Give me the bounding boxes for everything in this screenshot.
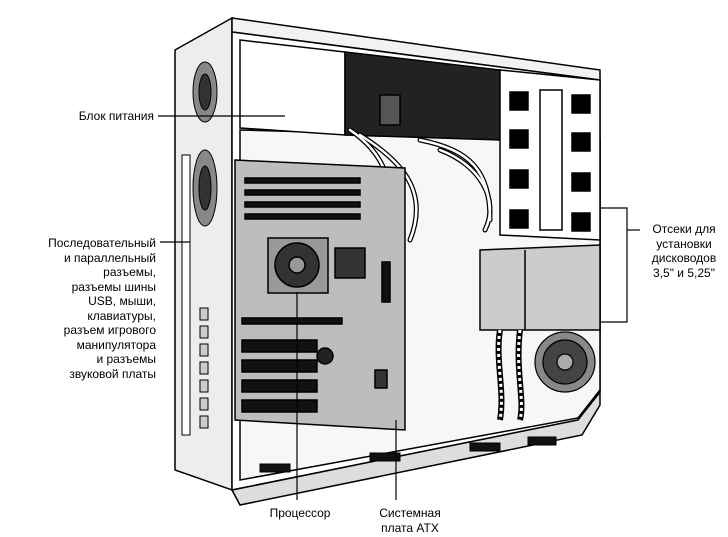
label-ports-line: USB, мыши,	[88, 294, 156, 308]
label-motherboard: Системная плата ATX	[365, 506, 455, 535]
label-ports-line: манипулятора	[76, 337, 156, 352]
case-bottom	[230, 389, 601, 506]
label-drive-bays: Отсеки для установки дисководов 3,5" и 5…	[642, 222, 726, 280]
label-ports-line: разъемы,	[103, 265, 156, 279]
braided-cables	[495, 329, 525, 421]
case-feet	[259, 436, 557, 473]
leader-lines	[158, 115, 640, 500]
label-drive-bays-line: Отсеки для	[652, 222, 716, 236]
label-power-supply-text: Блок питания	[78, 109, 154, 123]
label-ports-line: звуковой платы	[69, 366, 156, 381]
side-fan-top-icon	[192, 61, 218, 123]
label-cpu: Процессор	[250, 506, 350, 521]
side-fan-bottom-icon	[192, 149, 218, 227]
label-ports-line: Последовательный	[48, 236, 156, 250]
label-cpu-text: Процессор	[269, 506, 331, 520]
label-ports-line: клавиатуры,	[87, 308, 156, 323]
label-ports: Последовательный и параллельный разъемы,…	[4, 236, 156, 381]
label-drive-bays-line: 3,5" и 5,25"	[653, 265, 715, 280]
drive-bays	[479, 69, 601, 331]
label-ports-line: и разъемы	[96, 352, 156, 366]
label-motherboard-line: Системная	[379, 506, 441, 520]
motherboard	[234, 159, 406, 431]
label-ports-line: разъем игрового	[63, 323, 156, 337]
label-ports-line: разъемы шины	[71, 279, 156, 294]
label-drive-bays-line: дисководов	[651, 251, 717, 265]
label-ports-line: и параллельный	[63, 250, 156, 265]
power-supply-unit	[239, 39, 501, 141]
label-drive-bays-line: установки	[656, 236, 712, 251]
label-power-supply: Блок питания	[40, 109, 154, 124]
label-motherboard-line: плата ATX	[381, 520, 439, 535]
rear-io-ports	[199, 307, 209, 429]
side-slot	[181, 154, 191, 436]
leader-drive-bracket	[600, 207, 628, 323]
rear-fan-icon	[534, 331, 596, 393]
